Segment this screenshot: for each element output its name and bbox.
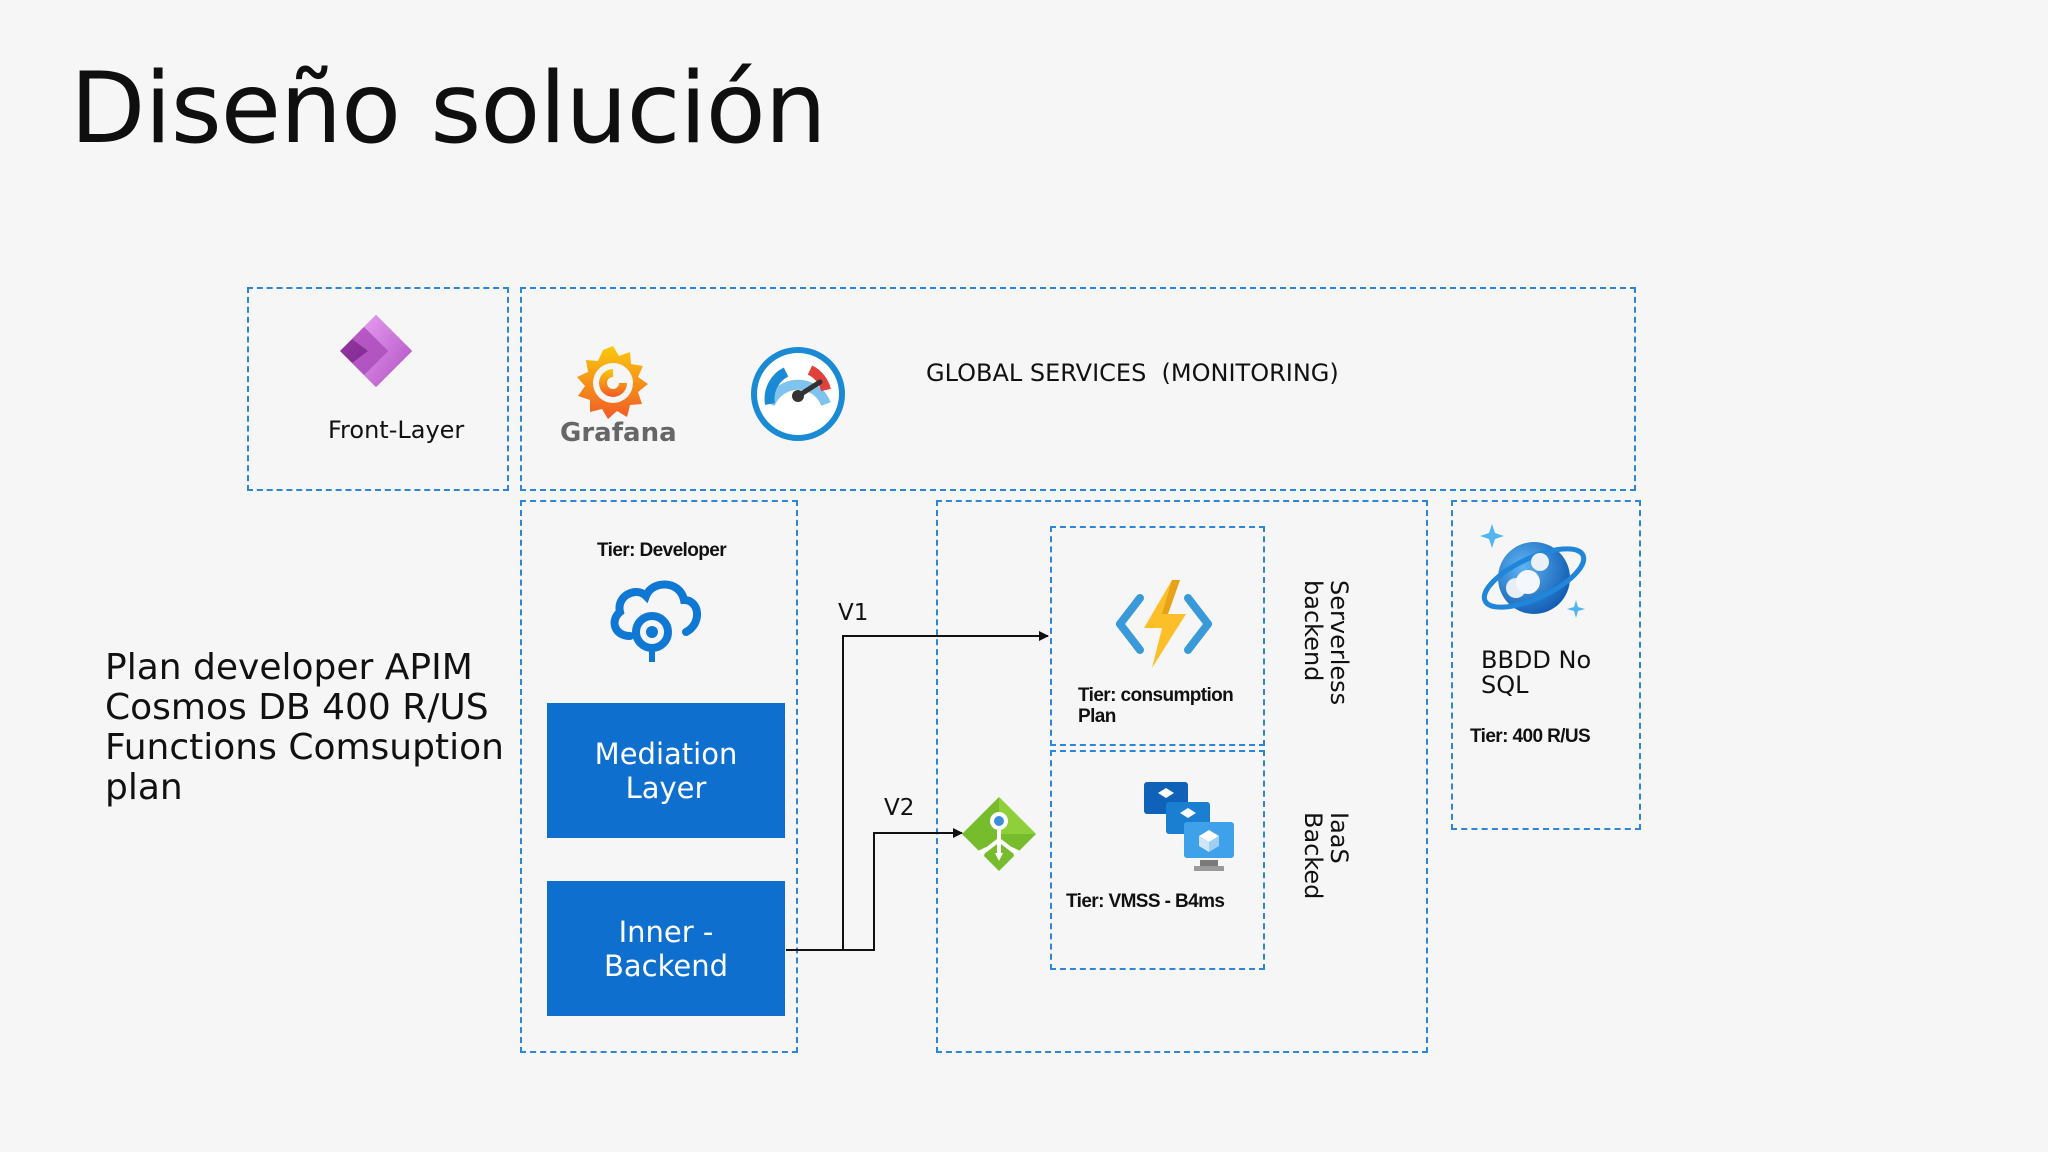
api-management-icon: [610, 580, 701, 662]
grafana-label: Grafana: [560, 418, 677, 448]
backend-box: [936, 500, 1428, 1053]
global-services-box: [520, 287, 1636, 491]
plan-item-apim: Plan developer APIM: [105, 647, 473, 688]
inner-backend-line1: Inner -: [618, 914, 714, 949]
plan-item-cosmos: Cosmos DB 400 R/US: [105, 687, 489, 728]
serverless-side-line1: Serverless: [1325, 580, 1353, 706]
apim-box: [520, 500, 798, 1053]
mediation-line2: Layer: [625, 770, 707, 805]
slide-title: Diseño solución: [70, 52, 827, 166]
app-insights-icon: [751, 347, 845, 441]
serverless-side-label: Serverless backend: [1299, 580, 1353, 705]
cosmos-box: [1451, 500, 1641, 830]
iaas-box: [1050, 750, 1265, 970]
serverless-tier-label: Tier: consumption Plan: [1078, 685, 1234, 727]
cosmos-label-line1: BBDD No: [1481, 646, 1592, 674]
connector-v2: [843, 828, 963, 951]
grafana-icon: [577, 346, 648, 419]
connector-v1: [786, 631, 1049, 951]
cosmos-tier-label: Tier: 400 R/US: [1470, 726, 1591, 747]
cosmos-db-icon: [1480, 524, 1587, 618]
cosmos-label-line2: SQL: [1481, 671, 1529, 699]
apim-tier-label: Tier: Developer: [597, 540, 727, 561]
plan-item-functions: Functions Comsuption plan: [105, 727, 504, 808]
front-layer-label: Front-Layer: [328, 416, 465, 444]
iaas-side-line1: IaaS: [1325, 812, 1353, 864]
load-balancer-icon: [962, 797, 1036, 871]
iaas-side-label: IaaS Backed: [1299, 812, 1353, 912]
serverless-tier-line2: Plan: [1078, 706, 1116, 727]
cosmos-label: BBDD No SQL: [1481, 648, 1591, 698]
front-layer-box: [247, 287, 509, 491]
power-apps-icon: [340, 315, 412, 387]
serverless-box: [1050, 526, 1265, 746]
serverless-side-line2: backend: [1299, 580, 1327, 682]
iaas-side-line2: Backed: [1299, 812, 1327, 900]
v1-label: V1: [838, 600, 869, 626]
inner-backend-line2: Backend: [603, 948, 728, 983]
azure-functions-icon: [1116, 580, 1212, 668]
global-services-label: GLOBAL SERVICES (MONITORING): [926, 359, 1339, 387]
plan-list: Plan developer APIM Cosmos DB 400 R/US F…: [105, 648, 525, 808]
inner-backend-block: Inner - Backend: [547, 881, 785, 1016]
mediation-line1: Mediation: [594, 736, 738, 771]
vmss-icon: [1144, 782, 1234, 871]
mediation-layer-block: Mediation Layer: [547, 703, 785, 838]
v2-label: V2: [884, 795, 915, 821]
serverless-tier-line1: Tier: consumption: [1078, 685, 1234, 706]
iaas-tier-label: Tier: VMSS - B4ms: [1066, 891, 1225, 912]
